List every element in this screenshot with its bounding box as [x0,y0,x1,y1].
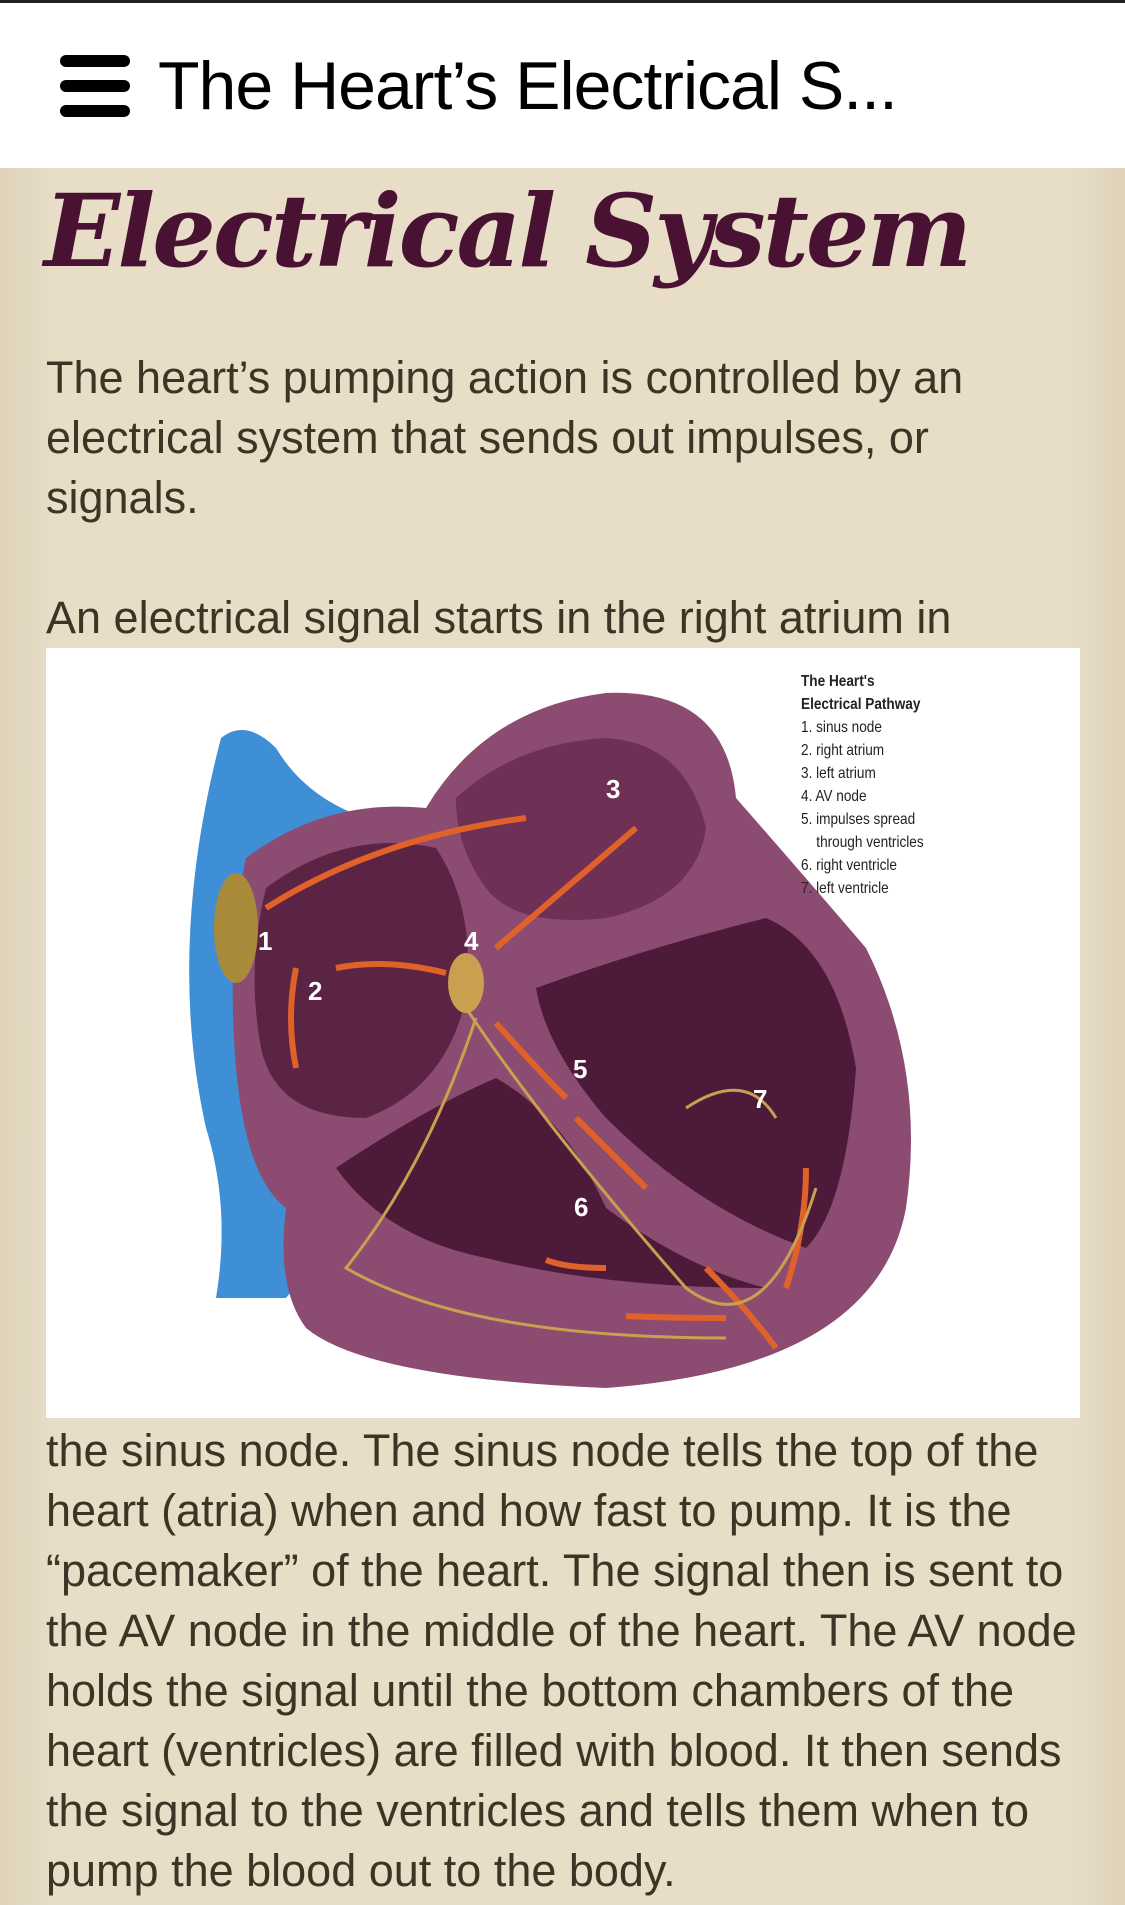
legend-title: The Heart's [801,673,875,690]
heart-electrical-pathway-diagram: 1 2 3 4 5 6 7 The Heart's Electrical Pat… [46,648,1080,1418]
paragraph-signal-continued: the sinus node. The sinus node tells the… [46,1425,1077,1896]
label-2: 2 [308,976,322,1006]
legend-title: Electrical Pathway [801,696,921,713]
legend-item: 4. AV node [801,788,867,805]
legend-item: 3. left atrium [801,765,876,782]
heart-illustration: 1 2 3 4 5 6 7 [189,692,911,1388]
label-6: 6 [574,1192,588,1222]
page-title: The Heart’s Electrical S... [158,47,898,124]
article-content: Electrical System The heart’s pumping ac… [0,168,1125,1905]
status-divider [0,0,1125,3]
paragraph-intro: The heart’s pumping action is controlled… [46,352,964,523]
paragraph-signal-start: An electrical signal starts in the right… [46,592,952,643]
legend-item: 2. right atrium [801,742,885,759]
label-4: 4 [464,926,479,956]
legend-item: through ventricles [816,834,924,851]
legend-item: 6. right ventricle [801,857,897,874]
label-3: 3 [606,774,620,804]
legend-item: 1. sinus node [801,719,882,736]
legend-item: 5. impulses spread [801,811,916,828]
label-1: 1 [258,926,272,956]
label-7: 7 [753,1084,767,1114]
hamburger-menu-icon[interactable] [60,54,130,117]
legend-item: 7. left ventricle [801,880,889,897]
diagram-legend: The Heart's Electrical Pathway 1. sinus … [801,670,924,900]
article-heading: Electrical System [44,172,972,290]
top-app-bar: The Heart’s Electrical S... [0,3,1125,168]
label-5: 5 [573,1054,587,1084]
